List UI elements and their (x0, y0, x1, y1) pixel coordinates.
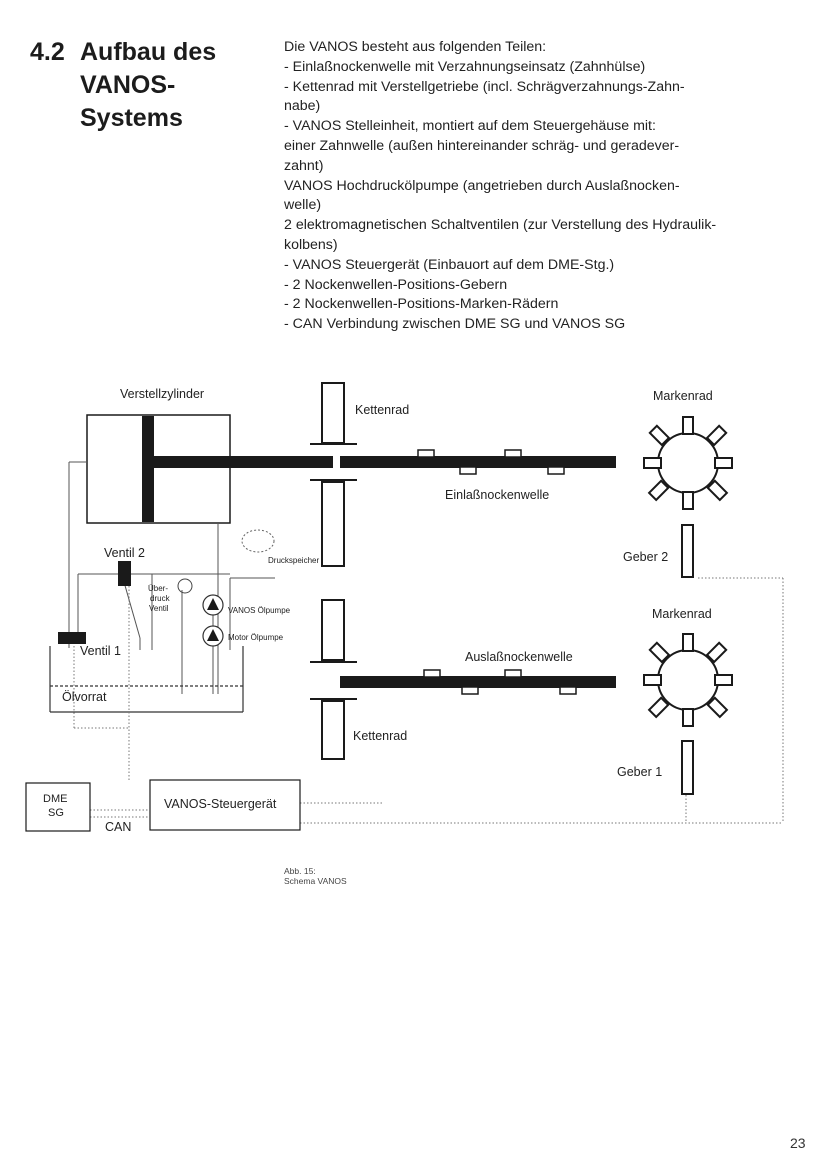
geber-2 (681, 524, 694, 578)
oelvorrat (49, 646, 244, 713)
label-vanos-oelpumpe: VANOS Ölpumpe (228, 606, 291, 615)
intro-line: - VANOS Stelleinheit, montiert auf dem S… (284, 118, 656, 135)
intro-line: 2 elektromagnetischen Schaltventilen (zu… (284, 217, 717, 234)
verstellzylinder (86, 414, 333, 524)
label-druckspeicher: Druckspeicher (268, 556, 319, 565)
intro-line: - Einlaßnockenwelle mit Verzahnungseinsa… (284, 58, 646, 75)
section-title: Aufbau des VANOS- Systems (80, 38, 217, 132)
label-vanos-steuergeraet: VANOS-Steuergerät (164, 797, 277, 811)
ventil-1 (58, 632, 86, 644)
label-geber-1: Geber 1 (617, 765, 662, 779)
label-kettenrad-oben: Kettenrad (355, 403, 409, 417)
intro-line: - 2 Nockenwellen-Positions-Marken-Rädern (284, 296, 559, 313)
label-markenrad-unten: Markenrad (652, 607, 712, 621)
auslass-nockenwelle (340, 669, 616, 695)
intro-line: - VANOS Steuergerät (Einbauort auf dem D… (284, 256, 615, 273)
vanos-steuergeraet-box (149, 779, 301, 831)
label-motor-oelpumpe: Motor Ölpumpe (228, 633, 284, 642)
ventil-2 (118, 561, 131, 586)
label-ueberdruck-1: Über- (148, 584, 168, 593)
label-ueberdruck-3: Ventil (149, 604, 169, 613)
kettenrad-oben (310, 382, 357, 567)
markenrad-unten (643, 633, 733, 727)
label-oelvorrat: Ölvorrat (62, 690, 107, 704)
intro-list: Die VANOS besteht aus folgenden Teilen: -… (284, 38, 804, 335)
label-dme: DME (43, 793, 67, 805)
figure-caption: Abb. 15: Schema VANOS (284, 866, 347, 886)
intro-line: einer Zahnwelle (außen hintereinander sc… (284, 137, 680, 154)
intro-line: zahnt) (284, 157, 324, 174)
einlass-nockenwelle (340, 449, 616, 475)
section-number: 4.2 (30, 38, 65, 66)
druckspeicher (241, 529, 275, 553)
label-ueberdruck-2: druck (150, 594, 171, 603)
label-markenrad-oben: Markenrad (653, 389, 713, 403)
markenrad-oben (643, 416, 733, 510)
intro-line: - CAN Verbindung zwischen DME SG und VAN… (284, 316, 626, 333)
motor-oelpumpe (202, 625, 224, 647)
caption-figure-number: Abb. 15: (284, 866, 316, 876)
label-einlassnockenwelle: Einlaßnockenwelle (445, 488, 549, 502)
hydraulik-leitungen (68, 461, 275, 694)
intro-line: nabe) (284, 98, 321, 115)
page-number: 23 (790, 1135, 806, 1151)
elektrische-leitungen (73, 577, 784, 824)
vanos-oelpumpe (202, 594, 224, 616)
caption-title: Schema VANOS (284, 876, 347, 886)
intro-line: kolbens) (284, 236, 338, 253)
label-ventil-2: Ventil 2 (104, 546, 145, 560)
label-verstellzylinder: Verstellzylinder (120, 387, 204, 401)
dme-sg-box (25, 782, 91, 832)
label-can: CAN (105, 820, 131, 834)
intro-line: welle) (284, 197, 322, 214)
intro-line: Die VANOS besteht aus folgenden Teilen: (284, 39, 547, 55)
label-kettenrad-unten: Kettenrad (353, 729, 407, 743)
vanos-schematic: Verstellzylinder Kettenrad Markenrad Ein… (25, 382, 784, 834)
intro-line: - Kettenrad mit Verstellgetriebe (incl. … (284, 78, 685, 95)
intro-line: VANOS Hochdrucköl­pumpe (angetrieben dur… (284, 177, 680, 194)
label-auslassnockenwelle: Auslaßnockenwelle (465, 650, 573, 664)
label-ventil-1: Ventil 1 (80, 644, 121, 658)
ueberdruckventil (177, 578, 193, 594)
geber-1 (681, 740, 694, 795)
label-dme-sg: SG (48, 807, 64, 819)
intro-line: - 2 Nockenwellen-Positions-Gebern (284, 276, 508, 293)
kettenrad-unten (310, 599, 357, 760)
label-geber-2: Geber 2 (623, 550, 668, 564)
section-heading: 4.2 Aufbau des VANOS- Systems (30, 36, 260, 135)
